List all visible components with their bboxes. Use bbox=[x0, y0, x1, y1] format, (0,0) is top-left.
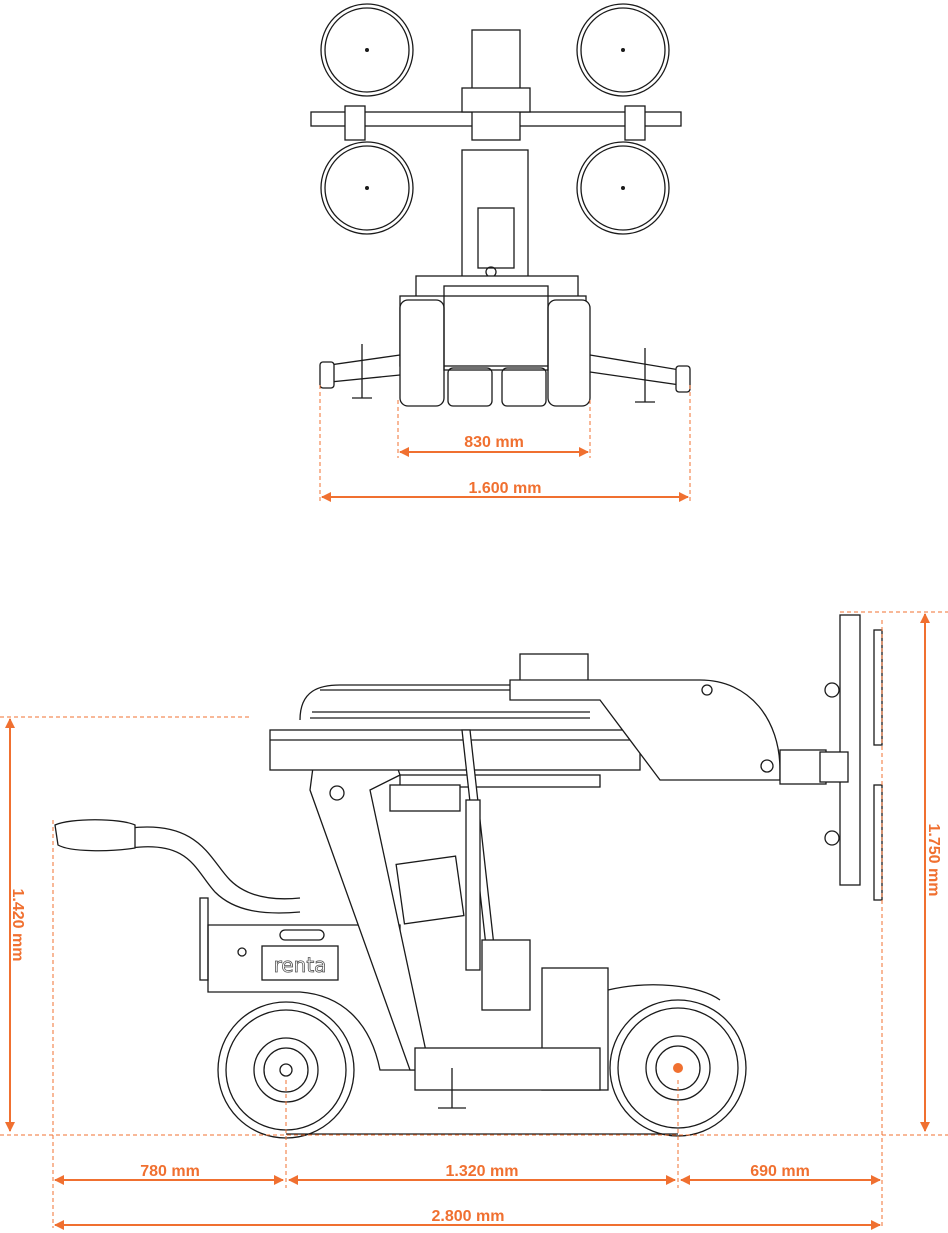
rear-body bbox=[207, 924, 419, 1071]
tiller-handle bbox=[129, 826, 301, 914]
wheel bbox=[399, 299, 445, 407]
renta-logo: renta bbox=[274, 953, 327, 977]
height-body-label: 1.420 mm bbox=[9, 889, 26, 962]
wheel bbox=[547, 299, 591, 407]
boom-frame bbox=[269, 729, 641, 771]
mast bbox=[461, 149, 529, 281]
track-width-label: 830 mm bbox=[464, 434, 524, 451]
rear-overhang-label: 780 mm bbox=[140, 1163, 200, 1180]
base-platform bbox=[414, 1047, 601, 1091]
top-view-dimensions: 830 mm 1.600 mm bbox=[319, 385, 691, 502]
front-overhang-label: 690 mm bbox=[750, 1163, 810, 1180]
suction-cup bbox=[576, 141, 670, 235]
front-arm bbox=[509, 679, 781, 781]
suction-pad bbox=[873, 629, 883, 746]
wheelbase-label: 1.320 mm bbox=[446, 1163, 519, 1180]
suction-cup bbox=[320, 141, 414, 235]
outrigger-foot bbox=[675, 365, 691, 393]
top-view-machine bbox=[310, 3, 691, 407]
outrigger-width-label: 1.600 mm bbox=[469, 480, 542, 497]
outrigger-foot bbox=[319, 361, 335, 389]
cable-chain bbox=[299, 684, 590, 721]
suction-cup bbox=[320, 3, 414, 97]
side-view-dimensions: 1.420 mm 1.750 mm 780 mm 1.320 mm 690 mm… bbox=[0, 611, 948, 1230]
side-view-machine: renta bbox=[54, 614, 883, 1139]
total-length-label: 2.800 mm bbox=[432, 1208, 505, 1225]
front-wheel bbox=[609, 999, 747, 1137]
suction-cup bbox=[576, 3, 670, 97]
suction-frame bbox=[839, 614, 861, 886]
height-total-label: 1.750 mm bbox=[925, 824, 942, 897]
suction-pad bbox=[873, 784, 883, 901]
handle-grip bbox=[54, 819, 136, 852]
